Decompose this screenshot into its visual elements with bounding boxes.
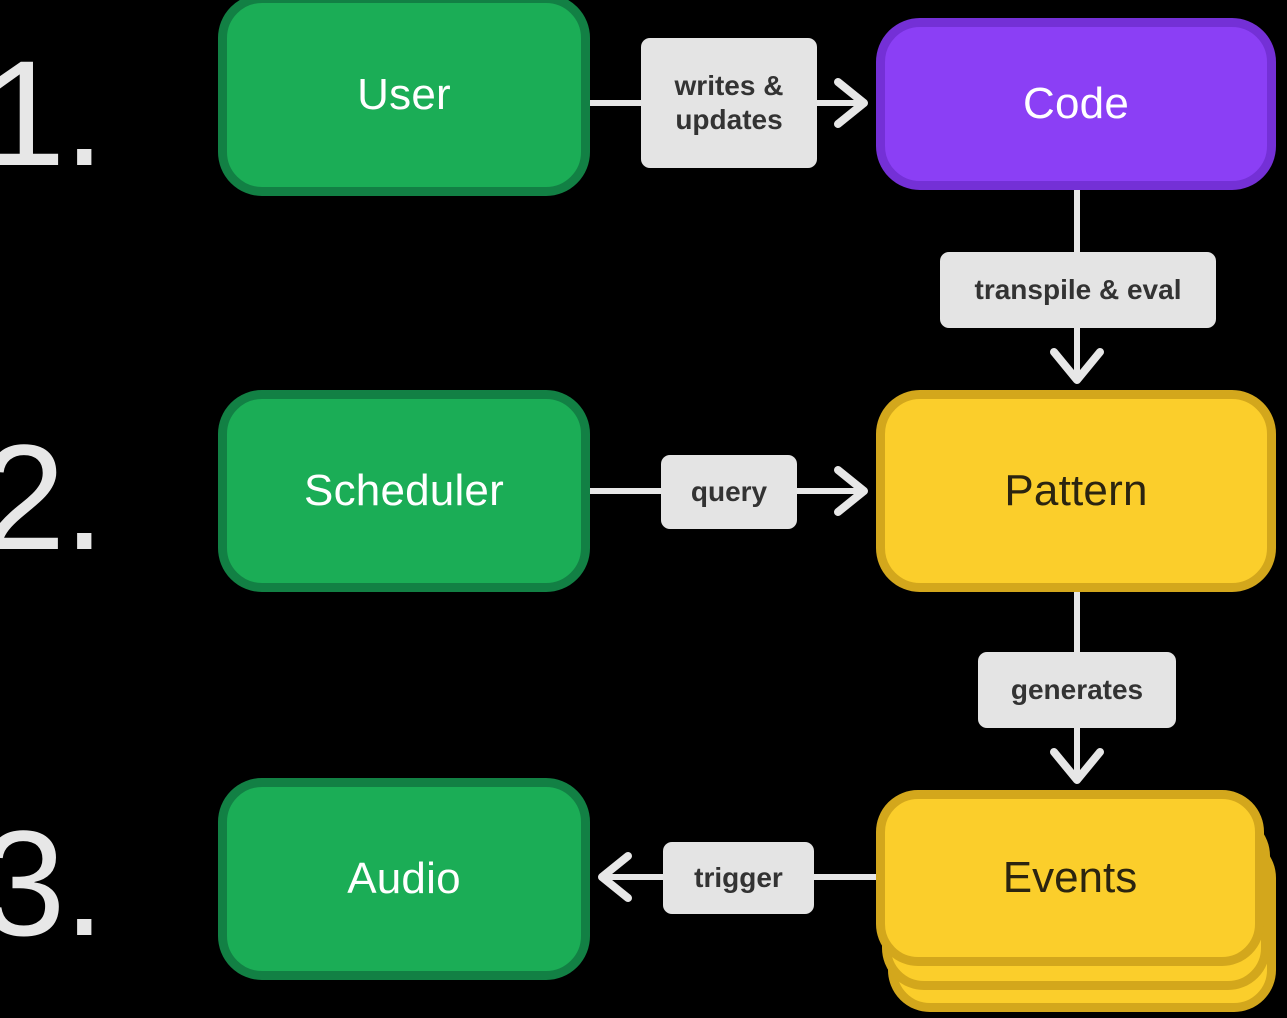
node-events-label: Events <box>1002 853 1138 902</box>
node-code-label: Code <box>1023 79 1129 128</box>
node-user[interactable]: User <box>218 0 590 196</box>
node-audio-label: Audio <box>347 854 461 903</box>
edge-label-transpile-eval: transpile & eval <box>940 252 1216 328</box>
node-events[interactable]: Events <box>876 784 1276 1016</box>
edge-label-trigger: trigger <box>663 842 814 914</box>
node-pattern[interactable]: Pattern <box>876 390 1276 592</box>
node-scheduler[interactable]: Scheduler <box>218 390 590 592</box>
edge-label-writes-updates: writes & updates <box>641 38 817 168</box>
node-events-stack-front: Events <box>876 790 1264 966</box>
node-audio[interactable]: Audio <box>218 778 590 980</box>
node-scheduler-label: Scheduler <box>304 466 504 515</box>
edge-label-generates: generates <box>978 652 1176 728</box>
node-pattern-label: Pattern <box>1004 466 1148 515</box>
node-code[interactable]: Code <box>876 18 1276 190</box>
step-number-3: 3. <box>0 799 105 967</box>
edge-label-query: query <box>661 455 797 529</box>
node-user-label: User <box>357 70 451 119</box>
step-number-2: 2. <box>0 413 105 581</box>
step-number-1: 1. <box>0 29 105 197</box>
